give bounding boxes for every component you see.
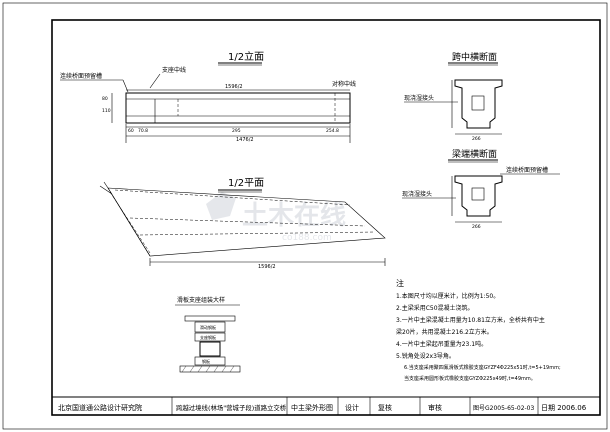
note-line-6: 5.锐角处设2x3导角。 (396, 352, 455, 360)
end-section-width-dim: 266 (472, 224, 481, 230)
note-line-7: 6.当支座采用聚四氟滑板式橡胶支座GYZF4Φ225x51时,t=5+19mm; (404, 364, 561, 371)
elevation-dim-bottom: 1476/2 (236, 137, 254, 143)
drawing-date: 日期 2006.06 (541, 404, 587, 412)
note-line-4: 梁20片，共用混凝土216.2立方米。 (396, 328, 493, 336)
approve-label: 审核 (428, 403, 442, 412)
note-line-3: 3.一片中主梁混凝土用量为10.81立方米，全桥共有中主 (396, 316, 545, 324)
elevation-right-label: 对称中线 (332, 80, 356, 88)
bearing-item-1: 滑动钢板 (200, 324, 216, 330)
note-line-2: 2.主梁采用C50混凝土浇筑。 (396, 304, 474, 312)
watermark: 土木在线 co188.com (206, 192, 346, 243)
end-section-title: 梁端横断面 (452, 148, 497, 160)
mid-section-title: 跨中横断面 (452, 51, 497, 63)
elevation-title: 1/2立面 (228, 50, 264, 63)
girder-elevation (125, 92, 351, 124)
institute-name: 北京国道通公路设计研究院 (58, 403, 142, 412)
elevation-height-dim-2: 110 (102, 108, 111, 114)
design-label: 设计 (345, 403, 359, 412)
bearing-item-2: 支座钢板 (200, 334, 216, 340)
bearing-detail: 滑板支座组装大样 滑动钢板 支座钢板 钢板 (175, 296, 241, 373)
elevation-view: 1/2立面 连续桥面预留槽 支座中线 对称中线 1596/2 80 110 60… (60, 50, 356, 143)
elevation-seg-3: 295 (232, 128, 241, 134)
elevation-height-dim-1: 80 (102, 96, 108, 102)
watermark-sub: co188.com (282, 233, 332, 243)
elevation-seg-4: 254.8 (326, 128, 339, 134)
bearing-detail-title: 滑板支座组装大样 (177, 296, 225, 304)
watermark-text: 土木在线 (242, 201, 346, 231)
elevation-seg-2: 70.8 (138, 128, 148, 134)
note-line-1: 1.本图尺寸均以厘米计，比例为1:50。 (396, 292, 499, 300)
elevation-left-label: 连续桥面预留槽 (60, 72, 102, 80)
title-block: 北京国道通公路设计研究院 跨越过境线(林场"营城子段)道路立交桥 中主梁外形图 … (52, 396, 600, 415)
bearing-item-3: 钢板 (202, 358, 210, 364)
plan-dim-bottom: 1596/2 (258, 264, 276, 270)
end-section-label: 现浇湿接头 (402, 190, 432, 198)
drawing-number: 图号G2005-65-02-03 (473, 405, 535, 412)
inner-border (51, 19, 601, 416)
mid-section-view: 跨中横断面 现浇湿接头 266 (404, 51, 503, 142)
elevation-dim-top: 1596/2 (225, 84, 243, 90)
drawing-name: 中主梁外形图 (291, 403, 333, 412)
mid-section-width-dim: 266 (472, 136, 481, 142)
plan-view: 1/2平面 1596/2 (99, 178, 386, 270)
elevation-support-label: 支座中线 (162, 66, 186, 74)
note-line-8: 当支座采用圆形板式橡胶支座GYZΦ225x49时,t=49mm。 (404, 375, 536, 382)
end-section-right-label: 连续桥面预留槽 (506, 166, 548, 174)
notes: 注 1.本图尺寸均以厘米计，比例为1:50。 2.主梁采用C50混凝土浇筑。 3… (396, 278, 561, 382)
elevation-seg-1: 60 (128, 128, 134, 134)
review-label: 复核 (378, 403, 392, 412)
mid-section-shape (454, 79, 503, 129)
note-line-5: 4.一片中主梁起吊重量为23.1吨。 (396, 340, 487, 348)
end-section-shape (454, 175, 503, 217)
plan-title: 1/2平面 (228, 178, 264, 189)
notes-title: 注 (396, 278, 404, 288)
mid-section-label: 现浇湿接头 (404, 94, 434, 102)
end-section-view: 梁端横断面 连续桥面预留槽 现浇湿接头 266 (402, 148, 560, 230)
project-name: 跨越过境线(林场"营城子段)道路立交桥 (176, 403, 287, 412)
